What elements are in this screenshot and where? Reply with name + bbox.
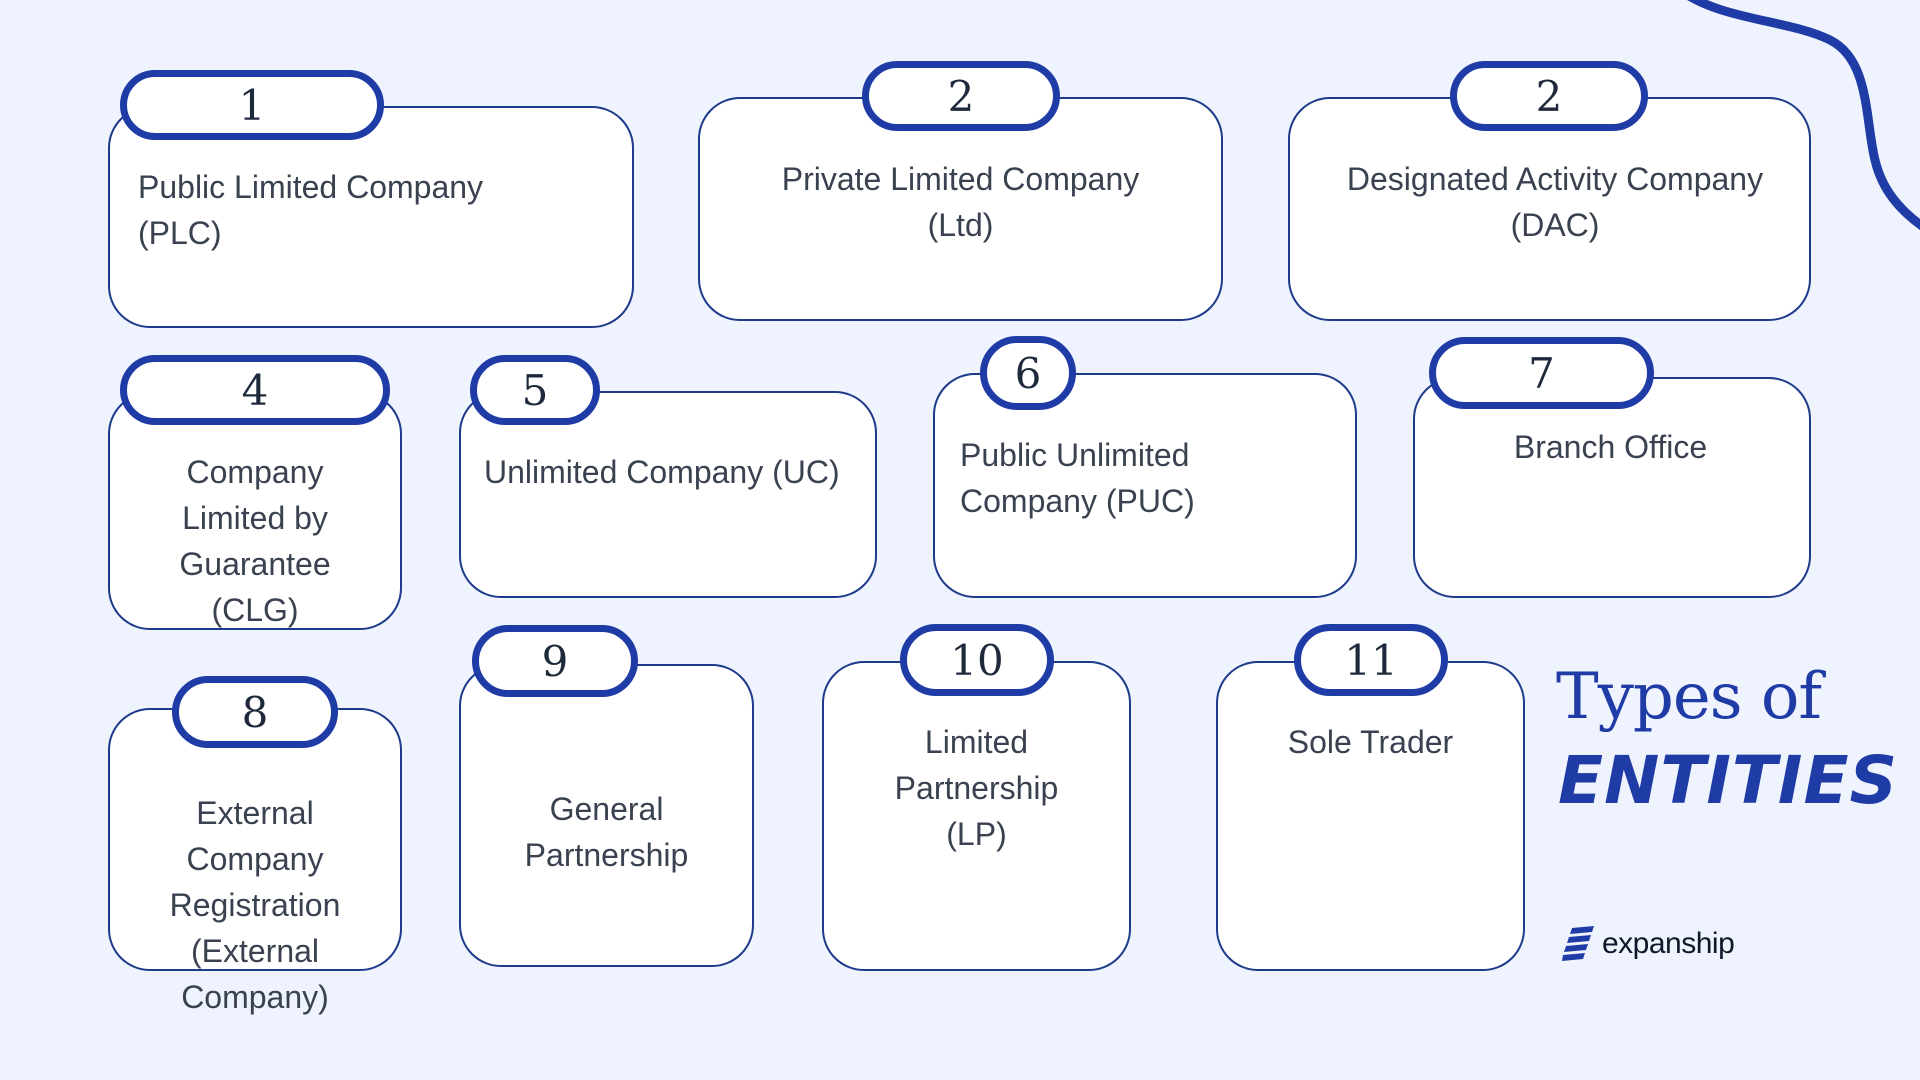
entity-badge-4: 4 (120, 355, 390, 425)
entity-label-6: Public Unlimited Company (PUC) (960, 437, 1195, 519)
entity-label-5: Unlimited Company (UC) (484, 454, 840, 490)
entity-badge-10: 10 (900, 624, 1054, 696)
entity-card-11 (1216, 661, 1525, 971)
entity-label-10: Limited Partnership (LP) (894, 724, 1059, 852)
entity-card-2 (698, 97, 1223, 321)
brand-logo: expanship (1562, 922, 1735, 966)
entity-badge-3: 2 (1450, 61, 1648, 131)
entity-badge-8: 8 (172, 676, 338, 748)
entity-label-9: General Partnership (524, 791, 689, 873)
entity-card-1 (108, 106, 634, 328)
decorative-curve (1687, 0, 1920, 231)
entity-card-8 (108, 708, 402, 971)
entity-card-9 (459, 664, 754, 967)
page-title-line2: ENTITIES (1558, 742, 1899, 819)
entity-card-4 (108, 392, 402, 630)
entity-badge-5: 5 (470, 355, 600, 425)
entity-card-3 (1288, 97, 1811, 321)
entity-badge-1: 1 (120, 70, 384, 140)
entity-label-11: Sole Trader (1287, 724, 1454, 760)
brand-name: expanship (1602, 927, 1735, 960)
entity-label-1: Public Limited Company (PLC) (138, 169, 484, 251)
entity-label-4: Company Limited by Guarantee (CLG) (179, 454, 331, 628)
entity-label-8: External Company Registration (External … (169, 795, 341, 1015)
entity-badge-6: 6 (980, 336, 1076, 410)
entity-label-2: Private Limited Company (Ltd) (781, 161, 1140, 243)
page-title-line1: Types of (1556, 660, 1822, 734)
entity-card-5 (459, 391, 877, 598)
entity-label-7: Branch Office (1513, 429, 1708, 465)
entity-card-6 (933, 373, 1357, 598)
entity-card-7 (1413, 377, 1811, 598)
entity-badge-7: 7 (1429, 337, 1654, 409)
entity-badge-11: 11 (1294, 624, 1448, 696)
entity-badge-9: 9 (472, 625, 638, 697)
entity-badge-2: 2 (862, 61, 1060, 131)
entity-label-3: Designated Activity Company (DAC) (1346, 161, 1764, 243)
stripes-logo-icon (1562, 926, 1594, 961)
